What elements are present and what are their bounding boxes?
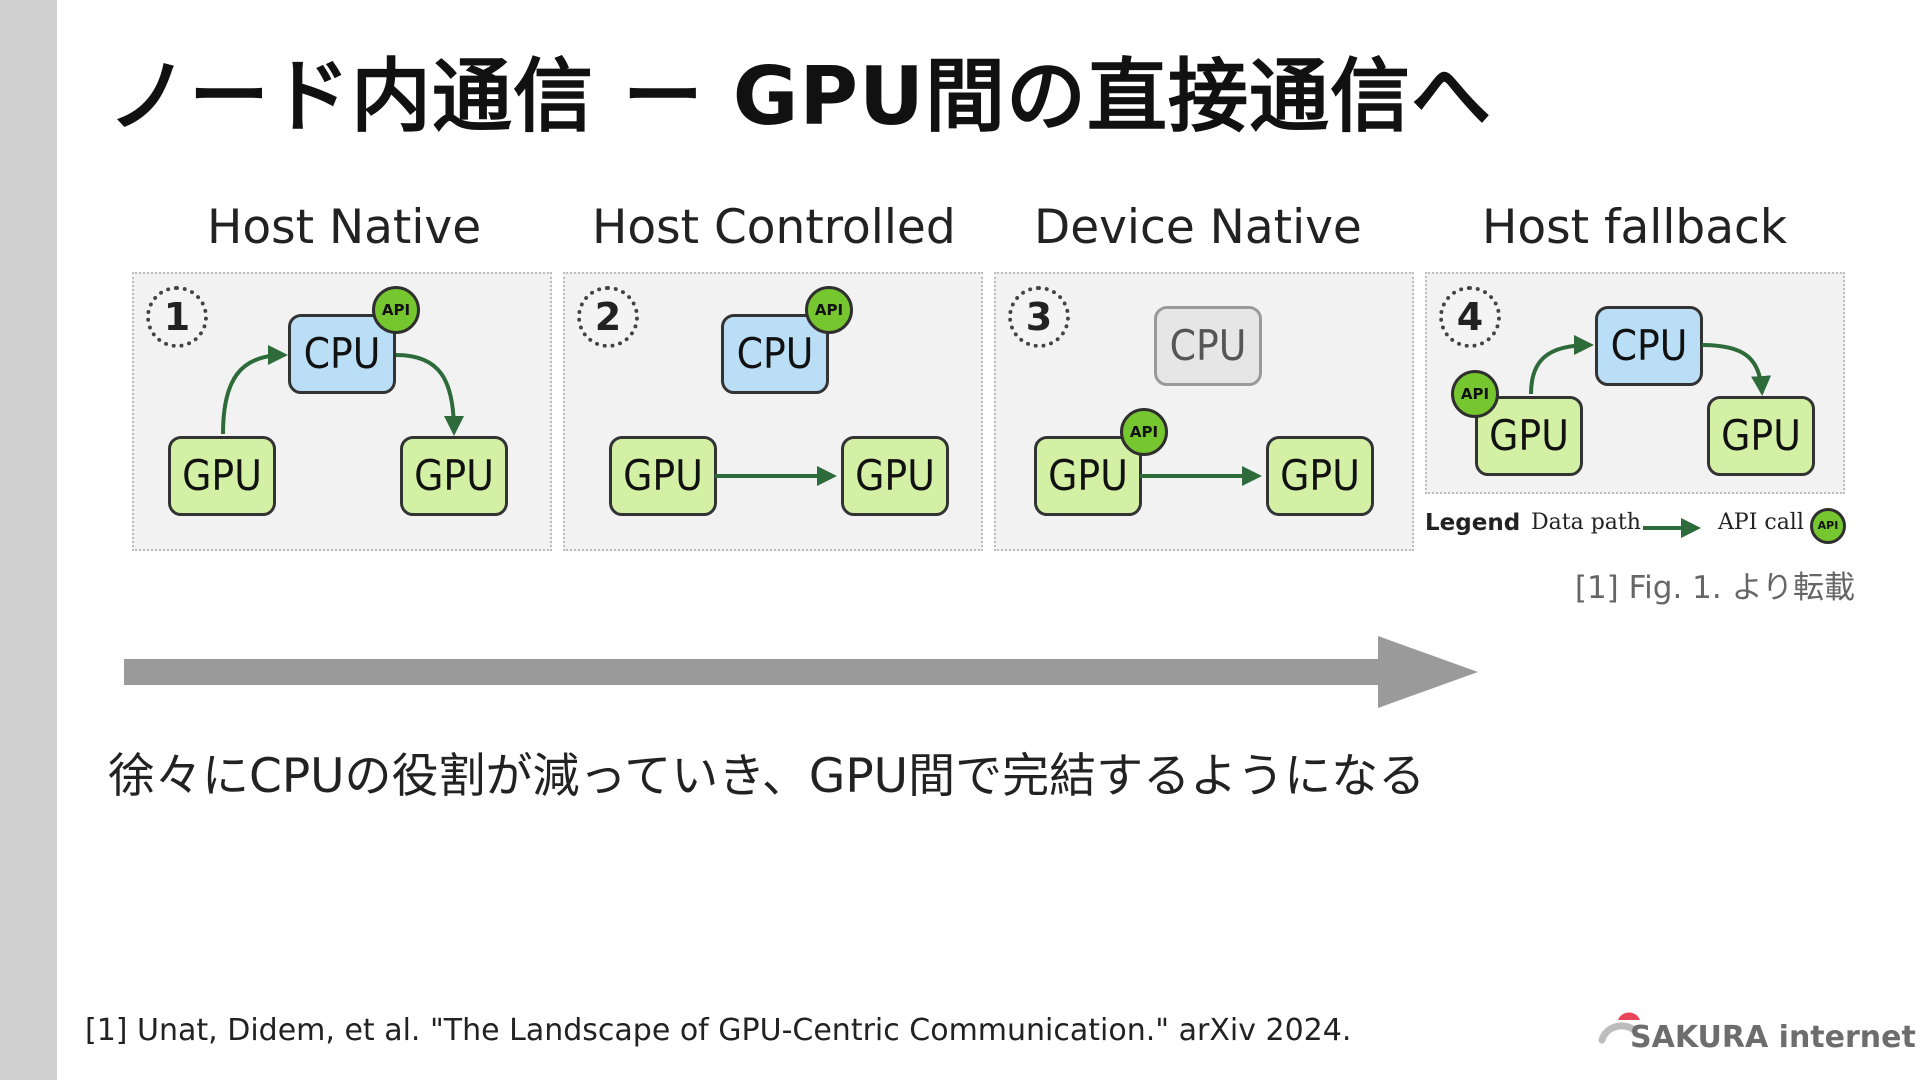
panel-title-host-fallback: Host fallback (1482, 200, 1788, 255)
figure-source-note: [1] Fig. 1. より転載 (1574, 570, 1855, 606)
panel-title-host-controlled: Host Controlled (592, 200, 956, 255)
legend-data-path-label: Data path (1531, 510, 1641, 535)
gpu-node-right: GPU (1707, 396, 1815, 476)
api-badge: API (372, 286, 420, 334)
panel-number-badge: 1 (146, 286, 208, 348)
legend-heading: Legend (1425, 510, 1521, 536)
gpu-node-right: GPU (1266, 436, 1374, 516)
panel-number-badge: 2 (577, 286, 639, 348)
citation: [1] Unat, Didem, et al. "The Landscape o… (85, 1013, 1352, 1048)
panel-device-native: 3 CPU GPU API GPU (994, 272, 1414, 551)
panel-host-controlled: 2 CPU API GPU GPU (563, 272, 983, 551)
api-badge: API (1120, 408, 1168, 456)
legend-api-badge: API (1810, 508, 1846, 544)
gpu-node-right: GPU (841, 436, 949, 516)
cpu-node-inactive: CPU (1154, 306, 1262, 386)
api-badge: API (1451, 370, 1499, 418)
api-badge: API (805, 286, 853, 334)
panel-title-host-native: Host Native (207, 200, 482, 255)
panel-host-native: 1 CPU API GPU GPU (132, 272, 552, 551)
gpu-node-left: GPU (1475, 396, 1583, 476)
panel-host-fallback: 4 CPU GPU API GPU (1425, 272, 1845, 494)
panel-title-device-native: Device Native (1034, 200, 1362, 255)
left-accent-bar (0, 0, 57, 1080)
gpu-node-left: GPU (168, 436, 276, 516)
panel-number-badge: 3 (1008, 286, 1070, 348)
cpu-node: CPU (288, 314, 396, 394)
progress-arrow (124, 636, 1478, 708)
arrow-gpu-to-cpu (1529, 335, 1594, 395)
logo-text: SAKURA internet (1630, 1020, 1916, 1055)
slide-subtitle: 徐々にCPUの役割が減っていき、GPU間で完結するようになる (108, 749, 1426, 804)
legend-api-call-label: API call (1718, 510, 1804, 535)
gpu-node-right: GPU (400, 436, 508, 516)
sakura-logo-icon (1598, 1012, 1640, 1044)
gpu-node-left: GPU (1034, 436, 1142, 516)
cpu-node: CPU (1595, 306, 1703, 386)
arrow-cpu-to-gpu (395, 353, 464, 436)
arrow-gpu-to-cpu (221, 345, 288, 435)
sakura-logo: SAKURA internet (1590, 1000, 1916, 1060)
arrow-cpu-to-gpu (1701, 343, 1772, 396)
panel-number-badge: 4 (1439, 286, 1501, 348)
slide-title: ノード内通信 ー GPU間の直接通信へ (108, 50, 1492, 143)
gpu-node-left: GPU (609, 436, 717, 516)
cpu-node: CPU (721, 314, 829, 394)
